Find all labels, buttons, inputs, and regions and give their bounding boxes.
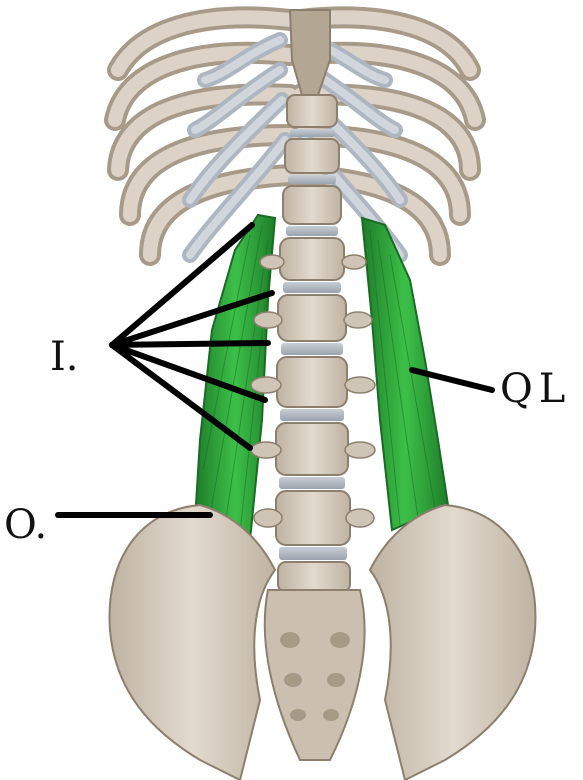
muscle-label: QL <box>500 366 571 412</box>
insertion-label: I. <box>50 334 79 380</box>
origin-label: O. <box>4 502 47 548</box>
pelvis <box>110 505 536 780</box>
insertion-leader-3 <box>112 343 268 345</box>
